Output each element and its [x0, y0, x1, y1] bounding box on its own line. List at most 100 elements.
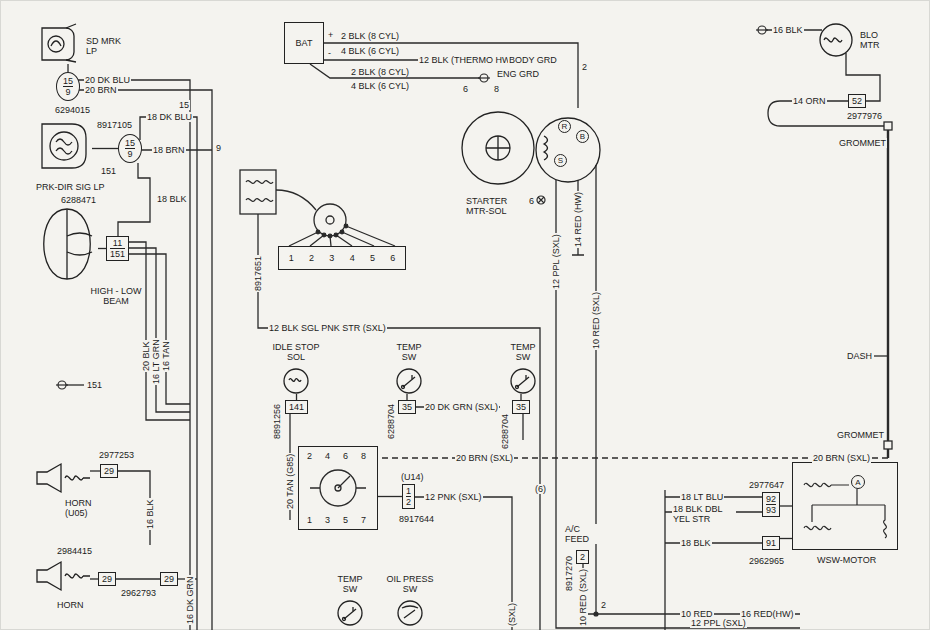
wire-label: 10 RED (SXL): [578, 568, 588, 627]
temp-symbol: [525, 375, 526, 379]
wire-label: 14 RED (HW): [573, 191, 583, 248]
wire-label: 151: [100, 166, 117, 176]
distributor-cap-symbol: [344, 224, 348, 228]
harness-wire: [874, 355, 888, 356]
ignition-coil: [240, 170, 276, 214]
component-label: HIGH - LOW BEAM: [86, 286, 146, 306]
wiper-motor-windings: [804, 483, 849, 486]
wire-connector: [98, 248, 106, 249]
distributor-cap-symbol: [314, 204, 348, 238]
harness-wire: [289, 226, 395, 246]
wire-label: BODY GRD: [508, 55, 558, 65]
harness-wire: [66, 30, 888, 630]
wire-label: 12 BLK (THERMO HW): [418, 55, 515, 65]
harness-wire: [887, 126, 889, 458]
horn-symbol: [37, 562, 61, 590]
wire-label: 20 BLK: [141, 340, 151, 372]
wire-label: (6): [534, 484, 547, 494]
park-symbol: [42, 124, 86, 168]
wire-connector: [780, 538, 792, 539]
wire-label: 2984415: [56, 546, 93, 556]
pin-number: 29: [164, 574, 174, 584]
blower-symbol: [808, 18, 856, 60]
blower-symbol: [845, 53, 846, 60]
temp-symbol: [517, 377, 529, 387]
ground-symbol: [478, 77, 490, 78]
terminal-letter: A: [855, 478, 860, 487]
distributor-cap-symbol: [328, 234, 332, 238]
wire-label: 16 TAN: [161, 340, 171, 372]
pin-number: 141: [289, 402, 304, 412]
horn-symbol: HORN (U05): [35, 462, 90, 494]
park-symbol: [50, 132, 78, 160]
connector-block: 9293: [762, 492, 780, 517]
distributor-cap-symbol: [334, 233, 338, 237]
harness-wire: [596, 165, 800, 614]
wire-label: 6: [462, 84, 469, 94]
starter-symbol: [486, 136, 510, 160]
wire-label: 15: [178, 100, 190, 110]
wire-label: 6: [528, 196, 535, 206]
wire-label: 14 ORN: [792, 96, 827, 106]
wire-label: (SXL): [507, 602, 517, 627]
temp-symbol: [511, 369, 535, 393]
wire-label: 18 BLK: [156, 194, 188, 204]
component-label: BLO MTR: [860, 30, 890, 50]
wire-label: 2977647: [748, 480, 785, 490]
distributor-cap-symbol: [326, 216, 334, 224]
terminal-number: 6: [343, 451, 348, 461]
terminal-letter: R: [562, 122, 568, 131]
connector-block: 2: [576, 550, 589, 564]
terminal-number: 3: [325, 515, 330, 525]
wire-connector: [92, 148, 118, 149]
pin-number: 2: [580, 552, 585, 562]
wire-connector: [90, 578, 98, 579]
component-label: BAT: [296, 38, 313, 48]
wire-label: 12 PNK (SXL): [424, 492, 483, 502]
lamp-symbol: [48, 36, 64, 52]
wire-connector: [118, 163, 150, 236]
terminal-number: 4: [347, 253, 358, 263]
oil-symbol: [397, 600, 423, 626]
temp-symbol: [411, 375, 412, 379]
wire-connector: [780, 505, 792, 506]
harness-wire: [118, 242, 190, 420]
motor-housing: WSW-MOTORA: [792, 462, 898, 550]
component-label: PRK-DIR SIG LP: [36, 182, 146, 192]
connector-block: 35: [398, 400, 416, 414]
wiper-motor-windings: [804, 505, 831, 530]
wire-label: 8917105: [96, 120, 133, 130]
ground-symbol: [756, 29, 768, 30]
pin-number: 15: [125, 138, 135, 148]
blower-symbol: [824, 38, 842, 42]
wire-label: 18 DK BLU: [146, 112, 193, 122]
temp-symbol: [344, 609, 356, 619]
harness-wire: [310, 64, 480, 78]
pin-number: 35: [402, 402, 412, 412]
wire-label: 8917651: [253, 255, 263, 292]
wire-label: 12 BLK SGL PNK STR (SXL): [268, 323, 387, 333]
pin-number: 91: [766, 538, 776, 548]
terminal-number: 5: [343, 515, 348, 525]
lamp-socket: 159: [56, 72, 80, 101]
harness-wire: [118, 254, 190, 404]
pin-number: 29: [104, 466, 114, 476]
grommet: [884, 441, 892, 449]
wire-label: 12 PPL (SXL): [551, 233, 561, 290]
terminal-circle: A: [851, 475, 865, 489]
wire-label: 20 BRN: [84, 85, 118, 95]
starter-symbol: [544, 136, 548, 160]
distributor-symbol: [310, 470, 366, 506]
wire-label: 18 BLK: [680, 538, 712, 548]
harness-wire: [572, 180, 584, 255]
component-label: TEMP SW: [507, 342, 539, 362]
wire-label: 2962793: [120, 588, 157, 598]
component-label: IDLE STOP SOL: [268, 342, 324, 362]
pin-number: 2: [406, 496, 411, 507]
switch-symbol: OIL PRESS SW: [397, 600, 423, 626]
horn-symbol: [35, 560, 90, 594]
horn-symbol: [65, 476, 90, 480]
temp-symbol: [516, 386, 519, 389]
blower-symbol: [820, 24, 852, 56]
